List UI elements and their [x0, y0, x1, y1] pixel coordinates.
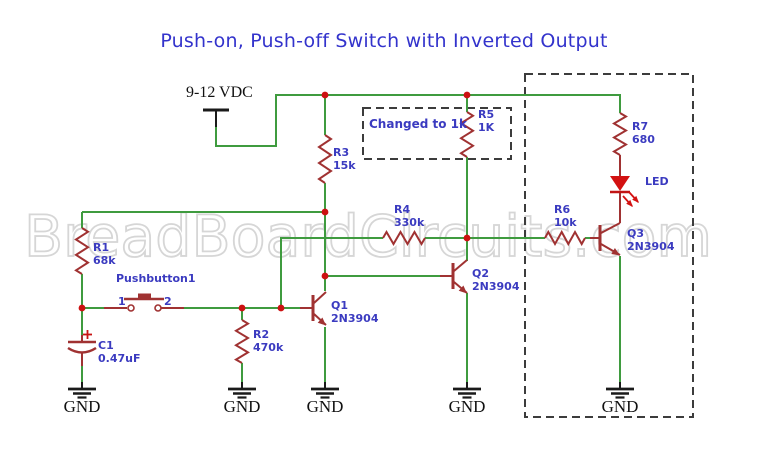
transistor-q1 [300, 291, 327, 326]
label-c1: C1 0.47uF [98, 339, 141, 365]
label-q2: Q2 2N3904 [472, 267, 520, 293]
label-r4: R4 330k [394, 203, 425, 229]
label-r7: R7 680 [632, 120, 655, 146]
resistor-r1 [74, 227, 90, 275]
transistor-q2 [440, 259, 468, 294]
resistor-r2 [234, 319, 250, 364]
label-q3: Q3 2N3904 [627, 227, 675, 253]
dashed-box-output-stage [524, 73, 694, 418]
wire-layer [81, 94, 621, 383]
gnd-symbol-c1 [68, 382, 96, 399]
gnd-label-c1: GND [63, 397, 101, 416]
label-r5: R5 1K [478, 108, 495, 134]
gnd-label-q2: GND [448, 397, 486, 416]
resistor-r4 [382, 230, 426, 246]
label-r6: R6 10k [554, 203, 577, 229]
label-led: LED [645, 175, 669, 188]
schematic-title: Push-on, Push-off Switch with Inverted O… [160, 30, 608, 52]
gnd-symbol-r2 [228, 382, 256, 399]
gnd-symbol-q3 [606, 382, 634, 399]
ground-symbols [68, 382, 634, 399]
pushbutton-switch [104, 293, 184, 312]
power-supply-label: 9-12 VDC [186, 84, 253, 101]
resistor-r7 [612, 112, 628, 156]
capacitor-c1 [67, 330, 97, 366]
transistor-q3 [590, 222, 621, 256]
gnd-label-r2: GND [223, 397, 261, 416]
label-q1: Q1 2N3904 [331, 299, 379, 325]
resistor-r6 [544, 229, 586, 247]
label-r1: R1 68k [93, 241, 116, 267]
power-terminal [203, 108, 229, 128]
label-r2: R2 470k [253, 328, 284, 354]
led-light-arrows [622, 191, 639, 207]
gnd-label-q1: GND [306, 397, 344, 416]
pushbutton-pin1-label: 1 [118, 295, 126, 308]
junction-dots [78, 91, 471, 312]
gnd-symbol-q1 [311, 382, 339, 399]
resistor-r5 [459, 111, 475, 158]
label-pushbutton: Pushbutton1 [116, 272, 196, 285]
gnd-label-q3: GND [601, 397, 639, 416]
changed-to-1k-note: Changed to 1k [369, 117, 467, 131]
pushbutton-pin2-label: 2 [164, 295, 172, 308]
led-symbol [610, 155, 639, 223]
label-r3: R3 15k [333, 146, 356, 172]
dashed-box-note [362, 107, 512, 160]
plus-sign [83, 330, 92, 339]
resistor-r3 [317, 134, 333, 184]
gnd-symbol-q2 [453, 382, 481, 399]
